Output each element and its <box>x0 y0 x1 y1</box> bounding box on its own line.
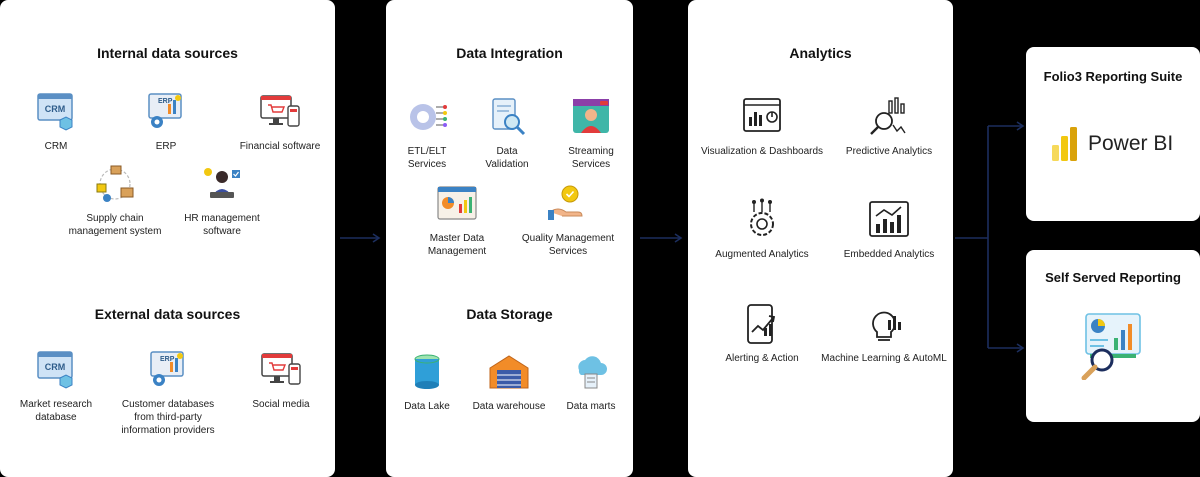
brain-gear-icon <box>750 198 774 236</box>
data-warehouse-item: Data warehouse <box>466 350 552 413</box>
financial-software-item: Financial software <box>230 90 330 153</box>
visualization-item: Visualization & Dashboards <box>692 95 832 158</box>
reporting-suite-title: Folio3 Reporting Suite <box>1043 69 1183 84</box>
crm-icon: CRM <box>37 351 73 389</box>
lightbulb-chart-icon <box>872 311 901 341</box>
data-marts-label: Data marts <box>566 401 616 412</box>
augmented-analytics-item: Augmented Analytics <box>692 198 832 261</box>
data-storage-title: Data Storage <box>466 306 553 322</box>
phone-chart-icon <box>747 304 776 344</box>
data-lake-label: Data Lake <box>404 401 450 412</box>
data-warehouse-label: Data warehouse <box>472 401 546 412</box>
embedded-analytics-label: Embedded Analytics <box>843 249 935 260</box>
monitor-cart-icon <box>260 95 300 127</box>
visualization-label: Visualization & Dashboards <box>700 146 824 157</box>
powerbi-label: Power BI <box>1088 132 1174 155</box>
erp-icon-text: ERP <box>158 98 173 105</box>
erp-label: ERP <box>155 141 177 152</box>
data-lake-icon <box>414 354 440 389</box>
data-validation-icon <box>492 98 526 136</box>
predictive-analytics-item: Predictive Analytics <box>826 95 952 158</box>
social-media-item: Social media <box>238 348 324 411</box>
external-sources-title: External data sources <box>94 306 241 322</box>
machine-learning-label: Machine Learning & AutoML <box>821 353 947 364</box>
predictive-analytics-label: Predictive Analytics <box>845 146 933 157</box>
alerting-action-item: Alerting & Action <box>692 302 832 365</box>
master-data-icon <box>437 186 477 220</box>
streaming-icon <box>573 99 609 133</box>
etl-gear-icon <box>410 104 447 130</box>
supply-chain-icon <box>96 165 134 202</box>
social-media-label: Social media <box>252 399 310 410</box>
internal-sources-title: Internal data sources <box>97 45 238 61</box>
hr-person-icon <box>204 168 240 198</box>
report-analytics-icon <box>1081 313 1141 380</box>
data-integration-title: Data Integration <box>456 45 563 61</box>
machine-learning-item: Machine Learning & AutoML <box>816 302 952 365</box>
crm-item: CRM CRM <box>20 90 92 153</box>
crm-icon-text: CRM <box>45 104 66 114</box>
crm-label: CRM <box>44 141 68 152</box>
erp-icon-text: ERP <box>160 356 175 363</box>
data-lake-item: Data Lake <box>396 350 458 413</box>
augmented-analytics-label: Augmented Analytics <box>715 249 809 260</box>
erp-icon: ERP <box>150 351 184 386</box>
erp-icon: ERP <box>148 93 182 128</box>
financial-software-label: Financial software <box>239 141 321 152</box>
dashboard-icon <box>743 98 781 132</box>
analytics-panel: Analytics Visualization & Dashboards Pre… <box>688 0 953 477</box>
erp-item: ERP ERP <box>130 90 202 153</box>
data-marts-item: Data marts <box>560 350 622 413</box>
embedded-analytics-item: Embedded Analytics <box>826 198 952 261</box>
quality-badge-icon <box>548 185 583 220</box>
monitor-cart-icon <box>261 353 301 385</box>
crm-icon: CRM <box>37 93 73 131</box>
analytics-title: Analytics <box>789 45 852 61</box>
sources-panel: Internal data sources CRM CRM ERP ERP <box>0 0 335 477</box>
powerbi-logo-icon <box>1052 127 1077 161</box>
cloud-data-icon <box>578 356 607 389</box>
crm-icon-text: CRM <box>45 362 66 372</box>
predictive-icon <box>870 97 906 135</box>
reporting-suite-panel: Folio3 Reporting Suite Power BI <box>1026 47 1200 221</box>
alerting-action-label: Alerting & Action <box>725 353 799 364</box>
self-served-panel: Self Served Reporting <box>1026 250 1200 422</box>
self-served-title: Self Served Reporting <box>1045 270 1181 285</box>
embedded-chart-icon <box>869 201 909 237</box>
warehouse-icon <box>489 355 529 389</box>
